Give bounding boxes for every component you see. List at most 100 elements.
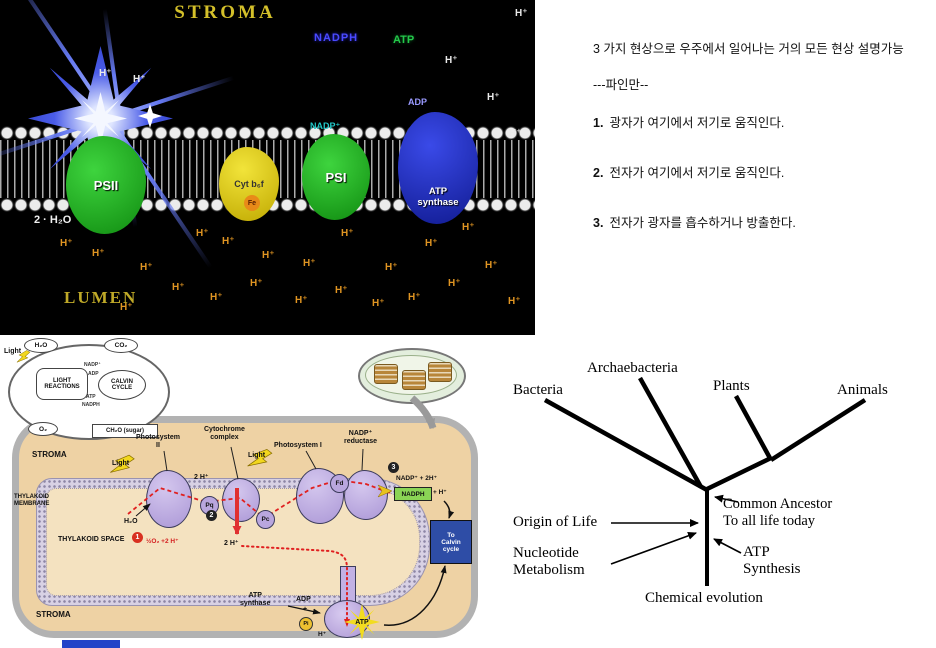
h-plus-label: H⁺ [295,295,308,306]
atp-synthase-complex: ATP synthase [398,112,478,224]
thylakoid-membrane-label: THYLAKOID MEMBRANE [14,494,50,507]
thylakoid-photo-panel: PSII Cyt b₆f PSI ATP synthase Fe STROMA … [0,0,535,335]
atp-label: ATP [393,34,415,46]
h-plus-label: H⁺ [196,228,209,239]
chemical-evolution-label: Chemical evolution [645,590,763,606]
h-plus-label: H⁺ [120,302,133,313]
h-plus-label: H⁺ [99,68,112,79]
item-number: 1. [593,116,604,130]
h-plus-label: H⁺ [485,260,498,271]
notes-attribution: ---파인만-- [593,78,649,92]
thylakoid-space-label: THYLAKOID SPACE [58,536,125,543]
h2o-label: H₂O [124,518,138,525]
co2-label: CO₂ [114,342,128,349]
to-calvin-label: To Calvin cycle [441,531,461,553]
item-number: 3. [593,216,604,230]
h-plus-label: H⁺ [318,631,327,638]
two-h-bottom-label: 2 H⁺ [224,540,239,547]
atp-synthase-label: ATP synthase [240,592,271,608]
item-text: 전자가 광자를 흡수하거나 방출한다. [609,216,796,230]
nadp-plus-label: NADP⁺ [310,121,341,131]
to-calvin-cycle-box: To Calvin cycle [430,520,472,564]
inset-light-reactions: LIGHT REACTIONS [36,368,88,400]
notes-item-1: 1. 광자가 여기에서 저기로 움직인다. [593,114,923,132]
psii-label: PSII [93,177,119,193]
h-plus-label: H⁺ [515,8,528,19]
step-2-badge: 2 [206,510,217,521]
pc-label: Pc [261,516,270,523]
inset-sugar: CH₂O (sugar) [92,424,158,438]
nadp-substrate-label: NADP⁺ + 2H⁺ [396,475,437,482]
h-plus-label: H⁺ [303,258,316,269]
item-text: 광자가 여기에서 저기로 움직인다. [609,116,785,130]
psii-complex: PSII [66,136,146,234]
chloroplast-icon [358,348,466,404]
notes-item-3: 3. 전자가 광자를 흡수하거나 방출한다. [593,214,923,232]
oxygen-product-label: ½O₂ +2 H⁺ [146,538,179,545]
granum-icon [402,370,426,390]
water-label: 2 · H₂O [34,214,72,226]
plus-sign: + [303,606,308,613]
phylogenetic-tree-panel: Bacteria Archaebacteria Plants Animals C… [495,340,936,648]
taxon-animals: Animals [837,382,888,398]
adp-label: ADP [296,596,311,603]
h-plus-label: H⁺ [462,222,475,233]
calvin-cycle-label: CALVIN CYCLE [111,379,133,391]
h-plus-label: H⁺ [487,92,500,103]
atp-synthesis-label: ATP Synthesis [743,544,801,578]
h-plus-label: H⁺ [222,236,235,247]
atp-synthase-label: ATP synthase [417,186,459,208]
o2-label: O₂ [39,425,47,433]
nucleotide-metabolism-label: Nucleotide Metabolism [513,545,585,579]
lumen-heading: LUMEN [64,288,138,307]
light-label-2: Light [248,452,266,459]
psi-complex: PSI [302,134,370,220]
nadph-product-box: NADPH [394,487,432,501]
cytochrome-complex [222,478,260,522]
h-plus-label: H⁺ [372,298,385,309]
h-plus-label: H⁺ [60,238,73,249]
ferredoxin: Fd [330,474,349,493]
light-reactions-figure-panel: Light H₂O CO₂ LIGHT REACTIONS CALVIN CYC… [0,338,490,648]
granum-icon [428,362,452,382]
photosystem1-label: Photosystem I [274,442,322,449]
h-plus-label: H⁺ [508,296,521,307]
stroma-heading: STROMA [174,2,276,23]
inset-atp: ATP [86,394,96,400]
h-plus-label: H⁺ [425,238,438,249]
inset-calvin-cycle: CALVIN CYCLE [98,370,146,400]
stroma-top-label: STROMA [32,450,67,459]
step-number: 3 [391,464,396,471]
cytochrome-label: Cytochrome complex [204,426,245,442]
step-number: 1 [135,534,140,541]
h-plus-label: H⁺ [509,128,522,139]
step-number: 2 [209,512,214,519]
photosystem2-label: Photosystem II [136,434,180,450]
step-3-badge: 3 [388,462,399,473]
psii-complex [146,470,192,528]
h-plus-label: H⁺ [448,278,461,289]
inset-adp: ADP [88,371,99,377]
taxon-plants: Plants [713,378,750,394]
inset-light-label: Light [4,348,22,355]
inset-h2o: H₂O [24,338,58,353]
granum-icon [374,364,398,384]
plastocyanin: Pc [256,510,275,529]
h-plus-label: H⁺ [133,74,146,85]
h-plus-label: H⁺ [341,228,354,239]
fe-carrier: Fe [244,195,260,211]
adp-label: ADP [408,97,428,107]
h-plus-label: H⁺ [385,262,398,273]
light-label-1: Light [112,460,130,467]
h-plus-label: H⁺ [172,282,185,293]
nadp-reductase-complex [344,470,388,520]
notes-intro: 3 가지 현상으로 우주에서 일어나는 거의 모든 현상 설명가능 [593,42,904,56]
taxon-bacteria: Bacteria [513,382,563,398]
item-text: 전자가 여기에서 저기로 움직인다. [609,166,785,180]
common-ancestor-label: Common Ancestor To all life today [723,496,833,529]
pi-label: Pi [303,621,309,627]
notes-item-2: 2. 전자가 여기에서 저기로 움직인다. [593,164,923,182]
h-plus-label: H⁺ [92,248,105,259]
inset-nadp: NADP⁺ [84,362,101,368]
